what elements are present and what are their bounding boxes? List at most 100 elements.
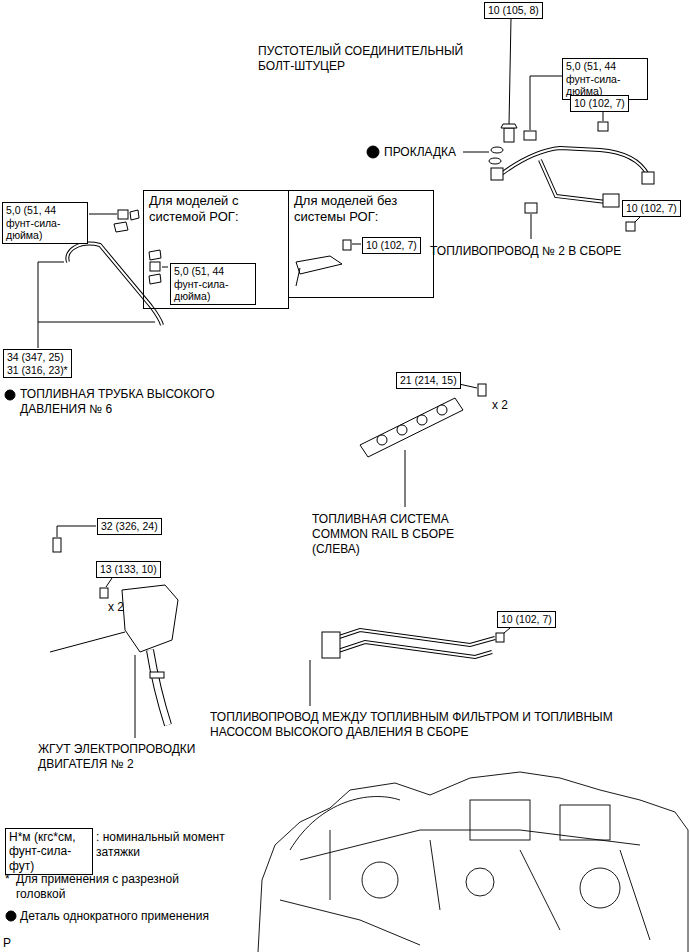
torque-box: 34 (347, 25)31 (316, 23)*	[3, 349, 72, 378]
high-pressure-pipe-core	[67, 244, 162, 325]
engine-detail	[362, 862, 398, 898]
leader-line	[509, 18, 511, 125]
torque-value: 31 (316, 23)*	[7, 364, 68, 377]
pipe-fitting	[642, 172, 654, 184]
torque-value: 5,0 (51, 44 фунт-сила-дюйма)	[6, 204, 84, 242]
part-name: ТОПЛИВОПРОВОД МЕЖДУ ТОПЛИВНЫМ ФИЛЬТРОМ И…	[210, 710, 620, 740]
pipe-clamp	[149, 250, 161, 260]
one-time-use-mark	[367, 146, 379, 158]
engine-detail	[580, 868, 620, 908]
nut	[598, 122, 608, 131]
leader-line	[504, 628, 510, 633]
nut	[150, 262, 160, 271]
rail-port	[377, 435, 387, 445]
figure-code: P	[3, 936, 23, 951]
torque-box: 10 (102, 7)	[570, 95, 629, 112]
torque-value: 10 (102, 7)	[501, 613, 552, 626]
pipe-bracket	[322, 632, 340, 658]
torque-value: 10 (102, 7)	[626, 202, 677, 215]
torque-box: 5,0 (51, 44 фунт-сила-дюйма)	[170, 263, 256, 305]
bolt	[524, 131, 536, 140]
bolt-head	[501, 124, 517, 128]
leader-line	[352, 244, 361, 245]
pipe-clamp	[603, 194, 619, 207]
one-time-use-mark	[6, 911, 16, 921]
engine-detail	[466, 868, 494, 896]
leader-line	[530, 76, 563, 130]
legend-text: Для применения с разрезной головкой	[16, 872, 226, 902]
legend-sample-box: Н*м (кгс*см, фунт-сила-фут)	[5, 828, 93, 875]
fuel-pipe	[540, 160, 606, 202]
torque-box: 10 (102, 7)	[497, 611, 556, 628]
engine-detail	[280, 830, 650, 945]
hollow-bolt	[504, 128, 514, 142]
pipe-bracket	[296, 256, 342, 274]
leader-line	[603, 112, 604, 121]
fuel-pipe	[500, 148, 648, 175]
torque-value: 13 (133, 10)	[100, 563, 157, 576]
quantity-label: x 2	[108, 600, 148, 615]
torque-value: 21 (214, 15)	[400, 374, 457, 387]
fuel-pipe-core	[335, 642, 492, 657]
harness-cable	[150, 650, 168, 725]
fuel-pipe-core	[540, 160, 606, 202]
leader-line	[463, 152, 489, 153]
engine-detail	[470, 800, 530, 840]
torque-box: 10 (102, 7)	[362, 237, 421, 254]
leader-line	[106, 578, 112, 587]
bolt	[496, 633, 504, 642]
gasket	[491, 147, 503, 153]
pipe-clamp	[114, 222, 128, 232]
harness-band	[150, 672, 164, 678]
engine-outline	[258, 772, 688, 952]
torque-value: Н*м (кгс*см, фунт-сила-фут)	[9, 830, 89, 873]
leader-line	[135, 655, 136, 738]
engine-detail	[560, 805, 610, 840]
bolt	[343, 240, 351, 250]
engine-detail	[290, 797, 400, 850]
pipe-clamp	[525, 203, 537, 213]
torque-value: 32 (326, 24)	[101, 520, 158, 533]
leader-line	[162, 267, 168, 268]
torque-value: 10 (105, 8)	[488, 4, 539, 17]
torque-box: 5,0 (51, 44 фунт-сила-дюйма)	[562, 58, 648, 100]
legend-text: Деталь однократного применения	[20, 909, 260, 924]
nut	[118, 210, 128, 219]
torque-value: 34 (347, 25)	[7, 351, 68, 364]
torque-box: 10 (102, 7)	[622, 200, 681, 217]
leader-line	[57, 526, 96, 537]
quantity-label: x 2	[492, 398, 532, 413]
part-name: ТОПЛИВНАЯ СИСТЕМА COMMON RAIL В СБОРЕ (С…	[312, 512, 492, 557]
bolt	[478, 384, 486, 396]
torque-box: 21 (214, 15)	[396, 372, 461, 389]
leader-line	[531, 214, 532, 239]
torque-box: 5,0 (51, 44 фунт-сила-дюйма)	[2, 202, 88, 244]
torque-box: 13 (133, 10)	[96, 561, 161, 578]
note-mark: *	[5, 872, 17, 887]
bracket-line	[38, 262, 155, 348]
harness-bracket	[122, 585, 178, 652]
harness-wire	[50, 632, 125, 652]
torque-box: 32 (326, 24)	[97, 518, 162, 535]
torque-value: 10 (102, 7)	[366, 239, 417, 252]
bolt	[53, 538, 61, 552]
leader-line	[635, 217, 640, 222]
pipe-fitting	[491, 168, 503, 180]
bolt	[100, 588, 108, 598]
part-name: ТОПЛИВНАЯ ТРУБКА ВЫСОКОГО ДАВЛЕНИЯ № 6	[20, 387, 260, 417]
part-name: ПУСТОТЕЛЫЙ СОЕДИНИТЕЛЬНЫЙ БОЛТ-ШТУЦЕР	[258, 44, 490, 74]
pipe-end	[296, 268, 300, 286]
gasket	[489, 158, 501, 164]
rail-port	[397, 425, 407, 435]
pipe-clamp	[149, 274, 161, 284]
torque-value: 5,0 (51, 44 фунт-сила-дюйма)	[566, 60, 644, 98]
rail-port	[437, 405, 447, 415]
fuel-pipe-core	[330, 630, 495, 645]
fuel-pipe	[330, 630, 495, 645]
one-time-use-mark	[5, 390, 15, 400]
panel-heading: Для моделей с системой РОГ:	[149, 193, 283, 224]
leader-line	[405, 450, 406, 507]
high-pressure-pipe	[67, 244, 162, 325]
